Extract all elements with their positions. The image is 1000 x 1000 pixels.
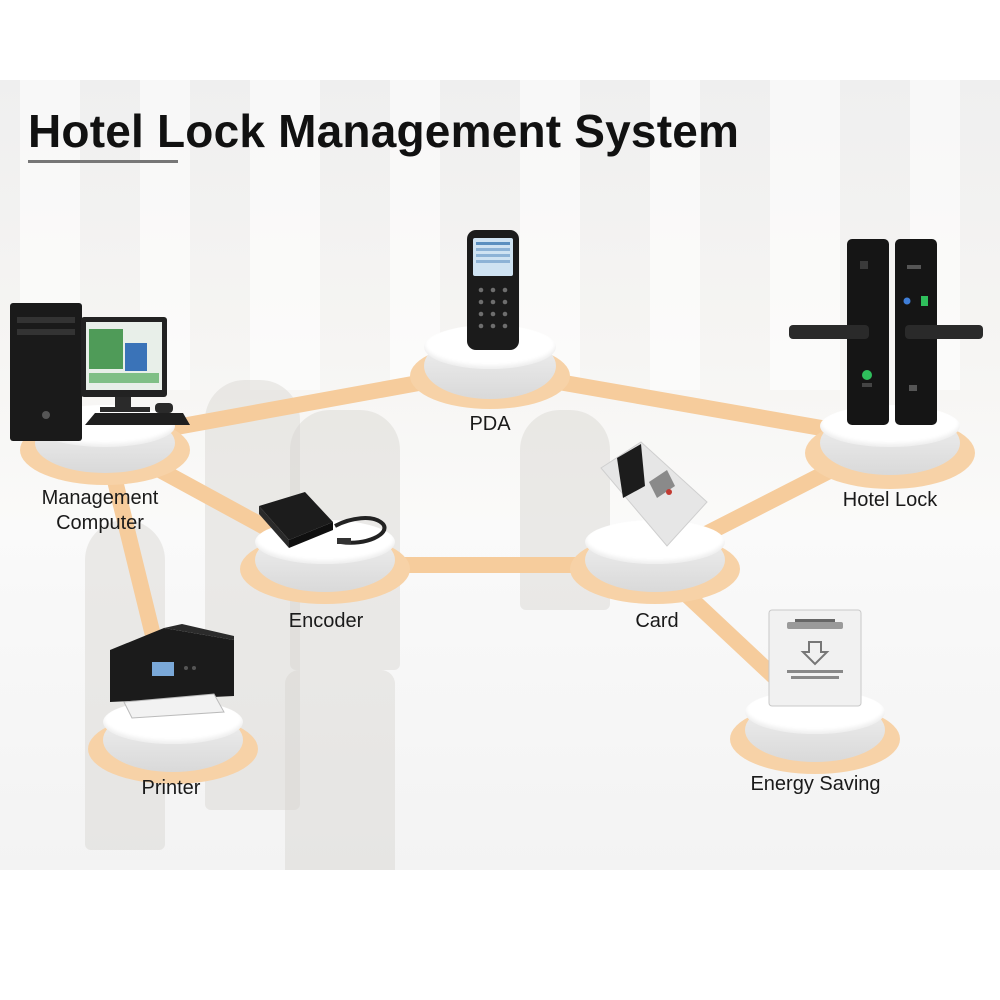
label-card: Card	[635, 610, 679, 632]
label-printer: Printer	[141, 777, 201, 799]
platform-hotel-lock	[805, 405, 975, 490]
label-encoder: Encoder	[288, 610, 364, 632]
platform-energy-saving	[730, 690, 900, 775]
door-lock-icon	[789, 239, 983, 425]
background-pillar	[650, 80, 700, 390]
pda-handheld-icon	[467, 230, 519, 350]
platform-pda	[410, 325, 570, 410]
desktop-computer-icon	[10, 303, 190, 441]
platform-card	[570, 520, 740, 605]
label-management-computer: Management Computer	[20, 486, 180, 536]
title-underline	[28, 160, 178, 163]
energy-saving-switch-icon	[768, 609, 862, 707]
card-encoder-icon	[259, 492, 387, 548]
label-management-computer-line2: Computer	[56, 512, 144, 534]
background-suitcase	[285, 670, 395, 870]
label-pda: PDA	[469, 413, 511, 435]
label-hotel-lock: Hotel Lock	[842, 489, 938, 511]
background-pillar	[250, 80, 320, 390]
page-title: Hotel Lock Management System	[28, 105, 740, 157]
label-energy-saving: Energy Saving	[750, 773, 881, 795]
key-card-icon	[600, 441, 708, 547]
printer-icon	[110, 624, 234, 719]
label-management-computer-line1: Management	[41, 487, 159, 509]
